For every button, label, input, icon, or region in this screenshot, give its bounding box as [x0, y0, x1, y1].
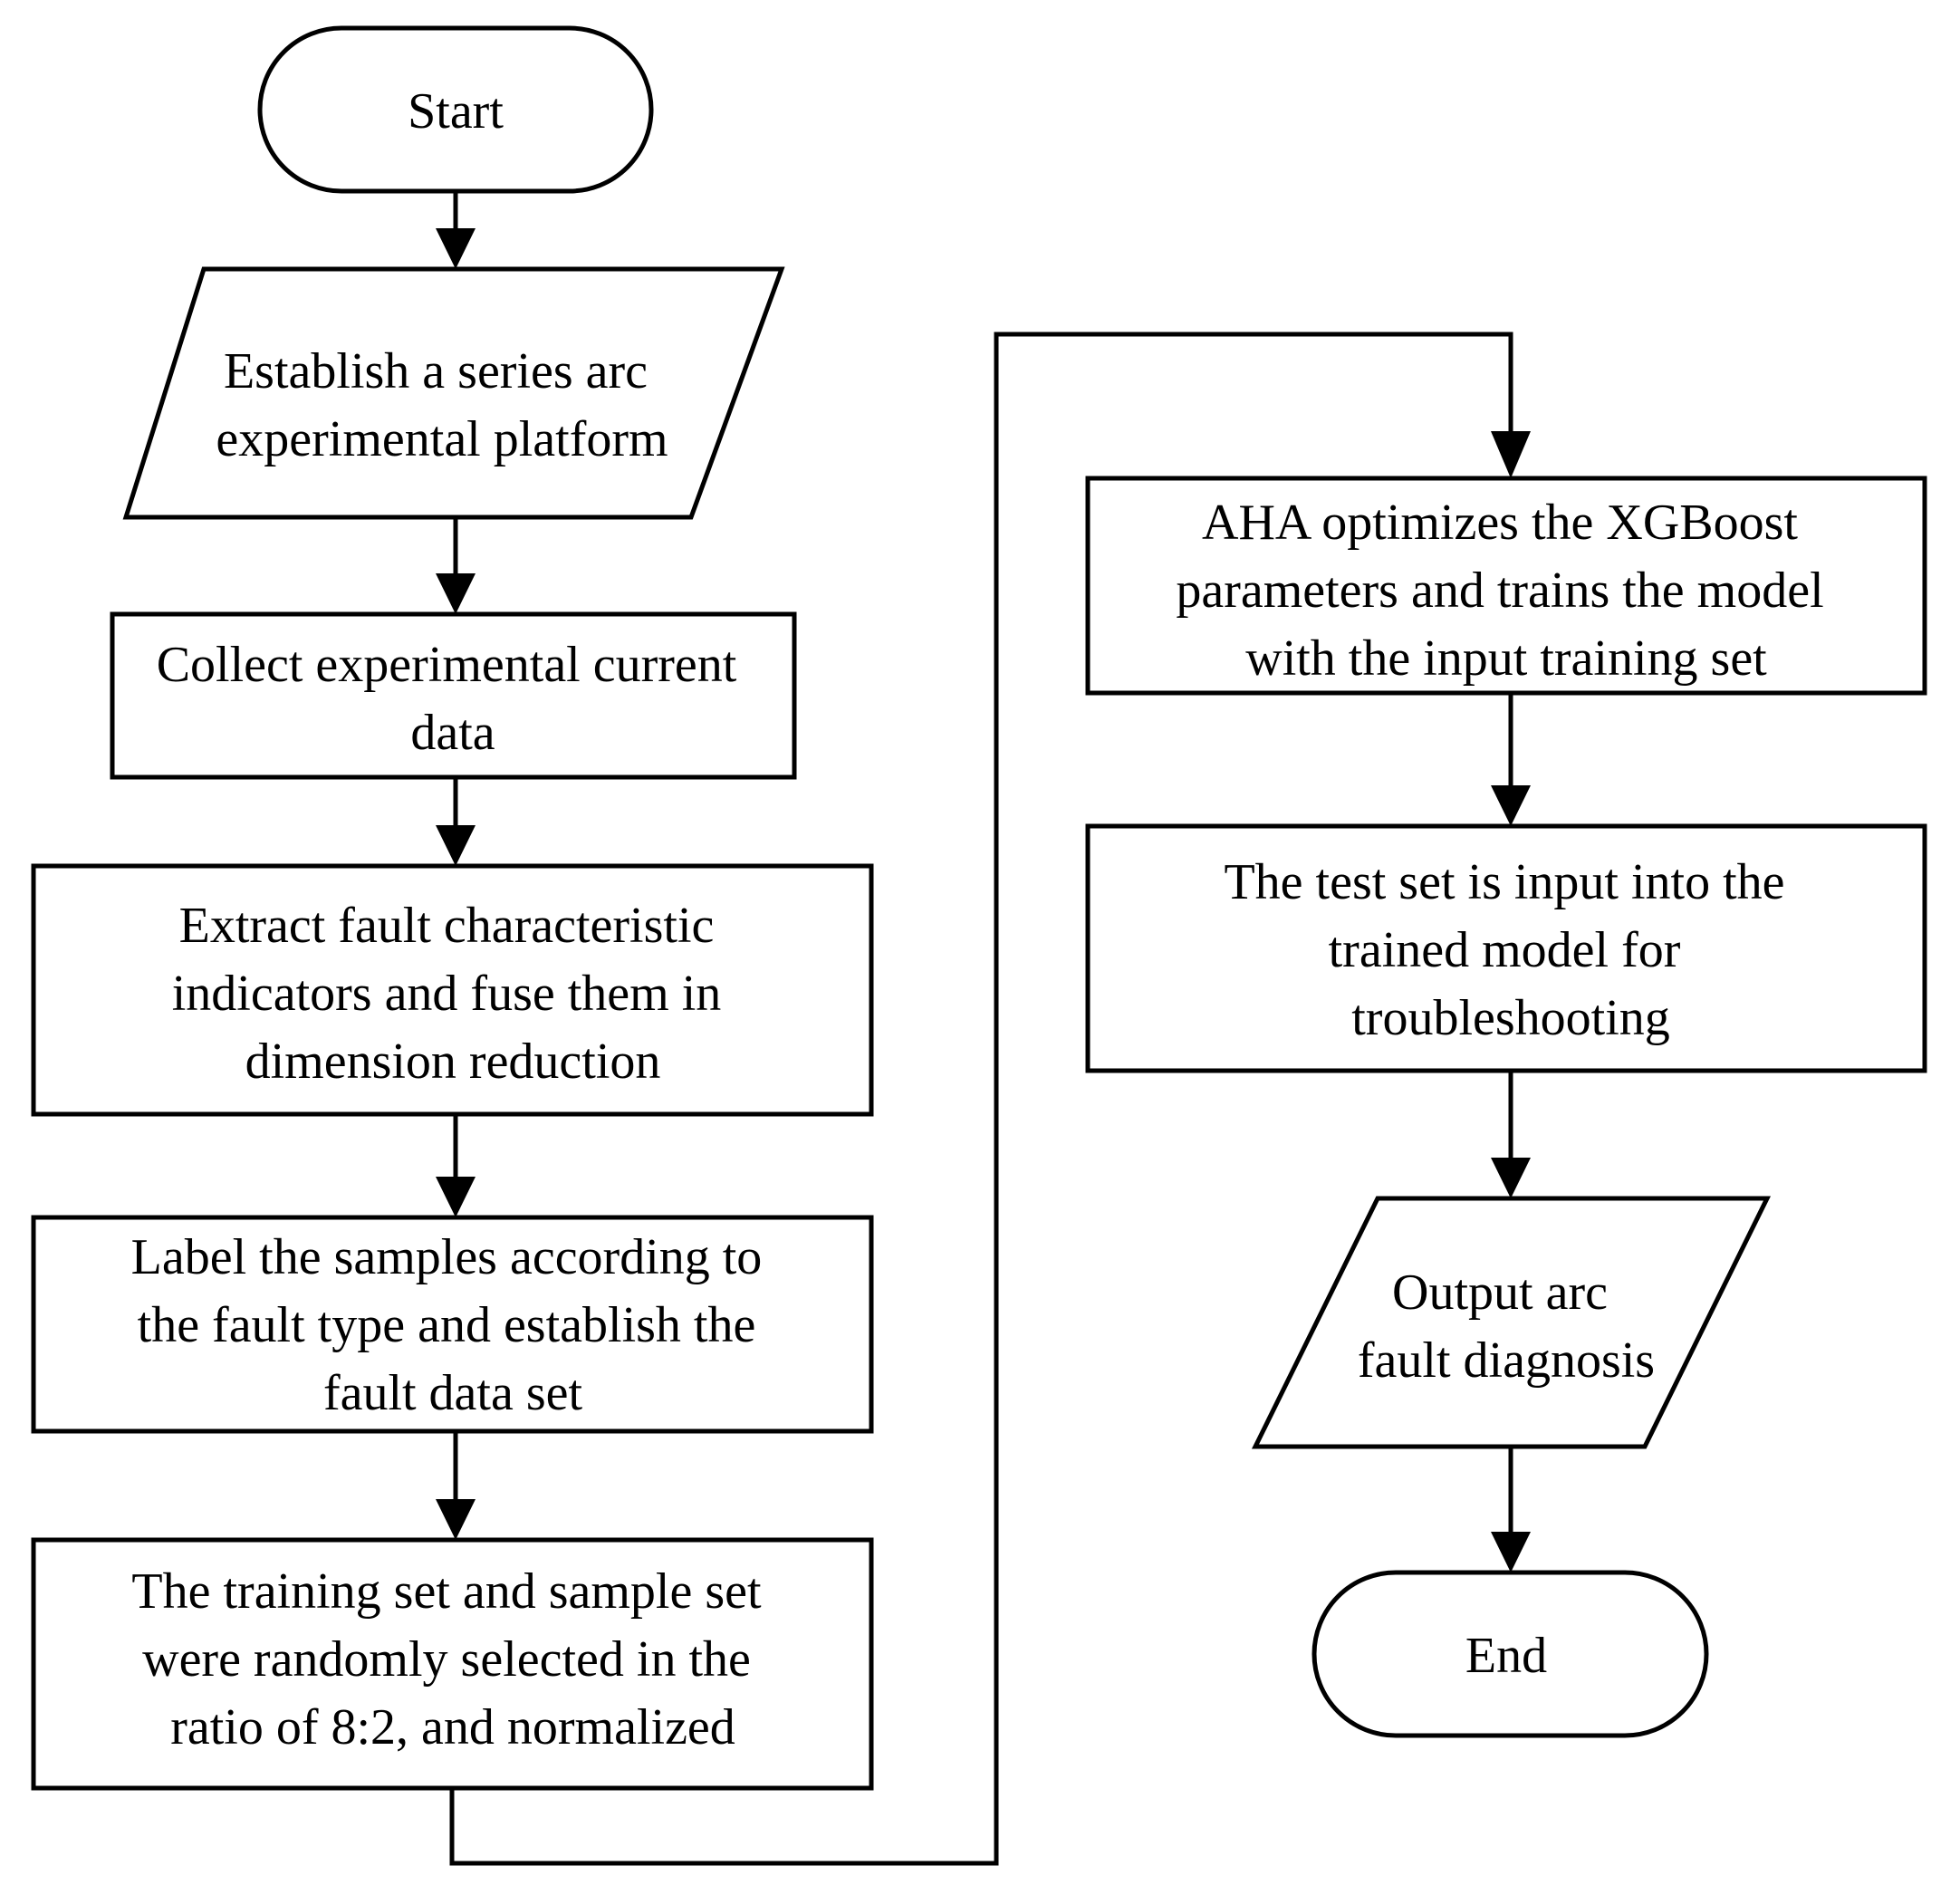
label-samples-box — [31, 1215, 874, 1434]
arrowhead-extract-to-label — [436, 1177, 476, 1217]
establish-platform-parallelogram — [122, 266, 785, 520]
test-model-box — [1085, 823, 1927, 1073]
arrowhead-establish-to-collect — [436, 573, 476, 614]
start-label: Start — [408, 83, 504, 139]
extract-features-label: Extract fault characteristic indicators … — [172, 898, 735, 1090]
label-samples-label: Label the samples according to the fault… — [131, 1229, 775, 1421]
end-label: End — [1465, 1628, 1547, 1684]
end-terminator — [1311, 1570, 1709, 1738]
arrowhead-output-to-end — [1491, 1532, 1531, 1572]
arrowhead-start-to-establish — [436, 228, 476, 269]
split-dataset-label: The training set and sample set were ran… — [131, 1563, 773, 1755]
arrowhead-split-to-aha — [1491, 431, 1531, 478]
aha-optimize-label: AHA optimizes the XGBoost parameters and… — [1176, 495, 1836, 687]
extract-features-box — [31, 863, 874, 1117]
arrowhead-label-to-split — [436, 1499, 476, 1540]
arrowhead-collect-to-extract — [436, 825, 476, 866]
collect-data-label: Collect experimental current data — [157, 637, 750, 761]
test-model-label: The test set is input into the trained m… — [1224, 854, 1797, 1046]
output-diagnosis-parallelogram — [1251, 1196, 1772, 1449]
connector-split-to-aha — [449, 332, 1513, 1866]
aha-optimize-box — [1085, 476, 1927, 696]
arrowhead-test-to-output — [1491, 1158, 1531, 1198]
output-diagnosis-label: Output arc fault diagnosis — [1358, 1265, 1655, 1389]
split-dataset-box — [31, 1537, 874, 1791]
establish-platform-label: Establish a series arc experimental plat… — [216, 343, 668, 467]
arrowhead-aha-to-test — [1491, 785, 1531, 826]
collect-data-box — [110, 611, 797, 780]
